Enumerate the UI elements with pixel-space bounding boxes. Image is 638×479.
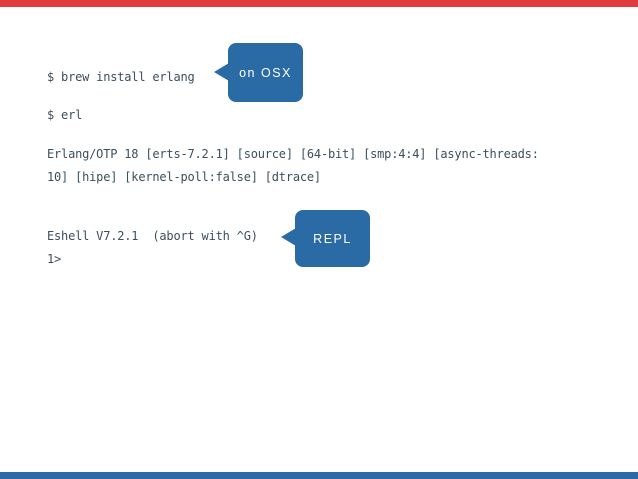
callout-repl: REPL bbox=[281, 210, 370, 267]
terminal-line-brew-install: $ brew install erlang bbox=[47, 70, 195, 84]
terminal-line-otp-banner-2: 10] [hipe] [kernel-poll:false] [dtrace] bbox=[47, 170, 321, 184]
callout-tail-left-icon bbox=[281, 228, 296, 246]
top-accent-bar bbox=[0, 0, 638, 7]
terminal-line-shell-prompt: 1> bbox=[47, 252, 62, 266]
bottom-accent-bar bbox=[0, 472, 638, 479]
callout-on-osx-label: on OSX bbox=[239, 65, 292, 80]
callout-tail-left-icon bbox=[214, 63, 229, 81]
callout-repl-label: REPL bbox=[313, 231, 352, 246]
callout-on-osx: on OSX bbox=[214, 43, 303, 102]
terminal-line-erl-command: $ erl bbox=[47, 108, 83, 122]
terminal-line-otp-banner-1: Erlang/OTP 18 [erts-7.2.1] [source] [64-… bbox=[47, 147, 539, 161]
terminal-line-eshell-version: Eshell V7.2.1 (abort with ^G) bbox=[47, 229, 258, 243]
